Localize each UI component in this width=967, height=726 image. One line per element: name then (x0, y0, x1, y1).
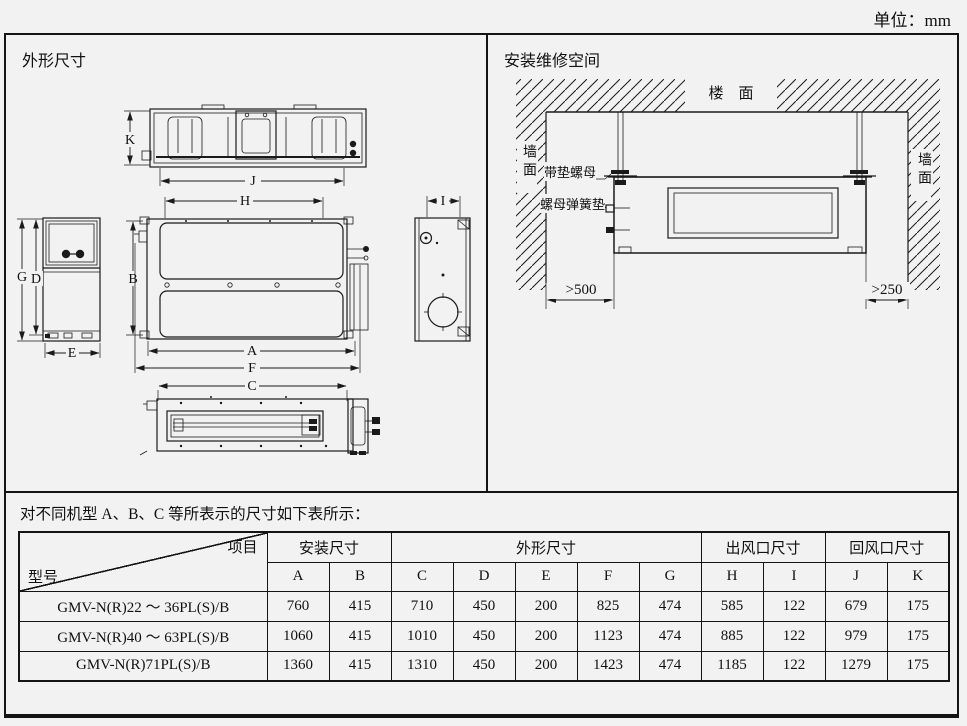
install-drawing-svg (516, 77, 940, 309)
cell-value: 175 (886, 620, 950, 652)
cell-value: 122 (762, 650, 826, 682)
cell-value: 474 (638, 620, 702, 652)
cell-value: 450 (452, 590, 516, 622)
cell-value: 585 (700, 590, 764, 622)
nut-washer-label: 带垫螺母 (544, 162, 597, 181)
corner-cell: 项目 型号 (18, 531, 268, 592)
model-name: GMV-N(R)71PL(S)/B (18, 650, 268, 682)
cell-value: 1360 (266, 650, 330, 682)
model-name: GMV-N(R)22 ～ 36PL(S)/B (18, 590, 268, 622)
table-row: GMV-N(R)71PL(S)/B 1360 415 1310 450 200 … (18, 650, 950, 682)
group-outline-dims: 外形尺寸 (390, 531, 702, 563)
col-header-j: J (824, 561, 888, 592)
table-header-columns: A B C D E F G H I J K (19, 561, 950, 592)
right-clearance-value: >250 (864, 282, 910, 299)
dim-label-d: D (31, 272, 41, 287)
cell-value: 825 (576, 590, 640, 622)
dim-label-k: K (125, 133, 135, 148)
cell-value: 200 (514, 620, 578, 652)
dimensions-table: 项目 型号 安装尺寸 外形尺寸 出风口尺寸 回风口尺寸 A B C D E F … (18, 531, 951, 682)
table-header-groups: 项目 型号 安装尺寸 外形尺寸 出风口尺寸 回风口尺寸 (18, 531, 950, 592)
dim-label-j: J (250, 174, 256, 189)
content-frame: 外形尺寸 (4, 33, 959, 718)
cell-value: 1185 (700, 650, 764, 682)
outline-panel-title: 外形尺寸 (22, 53, 87, 70)
dim-label-g: G (17, 270, 27, 285)
cell-value: 760 (266, 590, 330, 622)
cell-value: 415 (328, 620, 392, 652)
col-header-b: B (328, 561, 392, 592)
cell-value: 175 (886, 590, 950, 622)
table-row: GMV-N(R)22 ～ 36PL(S)/B 760 415 710 450 2… (18, 590, 950, 622)
drawing-panels: 外形尺寸 (6, 35, 957, 493)
cell-value: 122 (762, 590, 826, 622)
cell-value: 200 (514, 650, 578, 682)
col-header-a: A (266, 561, 330, 592)
left-clearance-value: >500 (550, 282, 612, 299)
table-row: GMV-N(R)40 ～ 63PL(S)/B 1060 415 1010 450… (18, 620, 950, 652)
cell-value: 979 (824, 620, 888, 652)
cell-value: 450 (452, 650, 516, 682)
cell-value: 679 (824, 590, 888, 622)
cell-value: 415 (328, 590, 392, 622)
corner-bottom-label: 型号 (28, 569, 59, 586)
cell-value: 1310 (390, 650, 454, 682)
nut-spring-label: 螺母弹簧垫 (540, 194, 606, 213)
install-space-panel: 安装维修空间 (488, 35, 957, 491)
cell-value: 474 (638, 650, 702, 682)
col-header-e: E (514, 561, 578, 592)
cell-value: 710 (390, 590, 454, 622)
cell-value: 415 (328, 650, 392, 682)
dim-label-i: I (441, 194, 446, 209)
outline-dimensions-panel: 外形尺寸 (6, 35, 488, 491)
cell-value: 122 (762, 620, 826, 652)
dim-label-f: F (248, 361, 256, 376)
group-return-dims: 回风口尺寸 (824, 531, 950, 563)
model-name: GMV-N(R)40 ～ 63PL(S)/B (18, 620, 268, 652)
wall-left-label: 墙面 (518, 143, 538, 181)
col-header-i: I (762, 561, 826, 592)
dim-label-h: H (240, 194, 250, 209)
col-header-c: C (390, 561, 454, 592)
group-outlet-dims: 出风口尺寸 (700, 531, 826, 563)
install-panel-title: 安装维修空间 (504, 53, 601, 70)
group-install-dims: 安装尺寸 (266, 531, 392, 563)
col-header-k: K (886, 561, 950, 592)
col-header-d: D (452, 561, 516, 592)
cell-value: 1279 (824, 650, 888, 682)
wall-right-label: 墙面 (913, 151, 933, 189)
dim-label-e: E (68, 346, 77, 361)
cell-value: 474 (638, 590, 702, 622)
unit-label: 单位：mm (873, 11, 951, 30)
cell-value: 175 (886, 650, 950, 682)
dim-label-c: C (247, 379, 256, 394)
cell-value: 1060 (266, 620, 330, 652)
cell-value: 1123 (576, 620, 640, 652)
cell-value: 885 (700, 620, 764, 652)
col-header-h: H (700, 561, 764, 592)
outline-drawing-svg: K J H (15, 104, 471, 456)
col-header-g: G (638, 561, 702, 592)
cell-value: 1423 (576, 650, 640, 682)
corner-top-label: 项目 (227, 540, 258, 556)
ceiling-label: 楼 面 (688, 82, 774, 103)
col-header-f: F (576, 561, 640, 592)
dim-label-a: A (247, 344, 258, 359)
cell-value: 1010 (390, 620, 454, 652)
dim-label-b: B (128, 272, 137, 287)
cell-value: 450 (452, 620, 516, 652)
cell-value: 200 (514, 590, 578, 622)
table-note: 对不同机型 A、B、C 等所表示的尺寸如下表所示： (20, 506, 370, 523)
